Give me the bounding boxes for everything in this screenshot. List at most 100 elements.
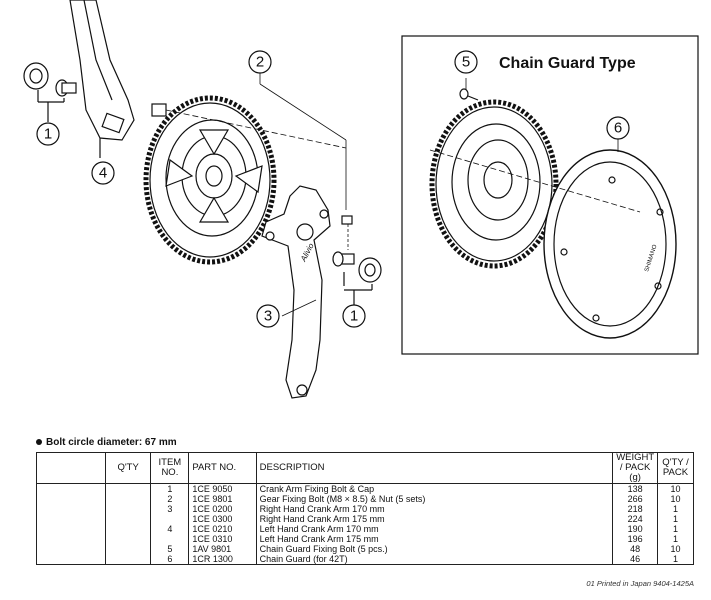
blank-cell — [36, 483, 106, 494]
weight-cell: 48 — [612, 544, 659, 554]
qty-pack-cell: 10 — [657, 494, 694, 504]
header-qty: Q'TY — [104, 452, 152, 484]
description-cell: Left Hand Crank Arm 170 mm — [255, 524, 614, 534]
weight-cell: 190 — [612, 524, 659, 534]
exploded-parts-diagram: Chain Guard Type Alivio SHIMANO 1 4 2 3 … — [23, 0, 699, 399]
part-no-cell: 1CE 9050 — [188, 483, 257, 494]
bolt-circle-text: Bolt circle diameter: 67 mm — [46, 437, 177, 448]
blank-cell — [36, 544, 106, 554]
item-no-cell: 2 — [150, 494, 190, 504]
header-qty-pack: Q'TY / PACK — [657, 452, 694, 484]
item-no-cell — [150, 534, 190, 544]
weight-cell: 46 — [612, 554, 659, 565]
qty-pack-cell: 10 — [657, 544, 694, 554]
qty-cell — [104, 544, 152, 554]
part-no-cell: 1AV 9801 — [188, 544, 257, 554]
part-no-cell: 1CE 0210 — [188, 524, 257, 534]
svg-text:5: 5 — [462, 54, 470, 71]
qty-pack-cell: 1 — [657, 554, 694, 565]
qty-cell — [104, 524, 152, 534]
callout-3: 3 — [256, 304, 280, 328]
part-no-cell: 1CE 9801 — [188, 494, 257, 504]
chainring-assembly — [143, 95, 277, 265]
item-no-cell — [150, 514, 190, 524]
svg-text:2: 2 — [256, 54, 264, 71]
chain-guard-inset: Chain Guard Type — [401, 35, 699, 355]
header-part-no: PART NO. — [188, 452, 257, 484]
description-cell: Right Hand Crank Arm 175 mm — [255, 514, 614, 524]
callout-1-left: 1 — [36, 122, 60, 146]
weight-cell: 266 — [612, 494, 659, 504]
right-crank-arm — [261, 185, 331, 399]
callout-5: 5 — [454, 50, 478, 74]
description-cell: Chain Guard Fixing Bolt (5 pcs.) — [255, 544, 614, 554]
qty-cell — [104, 494, 152, 504]
part-no-cell: 1CE 0300 — [188, 514, 257, 524]
item-no-cell: 6 — [150, 554, 190, 565]
weight-cell: 196 — [612, 534, 659, 544]
part-no-cell: 1CE 0310 — [188, 534, 257, 544]
svg-text:6: 6 — [614, 120, 622, 137]
description-cell: Gear Fixing Bolt (M8 × 8.5) & Nut (5 set… — [255, 494, 614, 504]
svg-text:1: 1 — [350, 308, 358, 325]
qty-pack-cell: 1 — [657, 524, 694, 534]
crank-bolt-cap-right — [332, 215, 382, 306]
qty-cell — [104, 504, 152, 514]
qty-cell — [104, 534, 152, 544]
part-no-cell: 1CE 0200 — [188, 504, 257, 514]
svg-text:3: 3 — [264, 308, 272, 325]
weight-cell: 138 — [612, 483, 659, 494]
callout-2: 2 — [248, 50, 272, 74]
callout-4: 4 — [91, 161, 115, 185]
left-crank-arm — [69, 0, 135, 141]
qty-pack-cell: 1 — [657, 534, 694, 544]
qty-pack-cell: 1 — [657, 514, 694, 524]
header-item-no: ITEM NO. — [150, 452, 190, 484]
qty-cell — [104, 514, 152, 524]
callout-6: 6 — [606, 116, 630, 140]
gear-fixing-nut — [151, 103, 167, 117]
svg-text:4: 4 — [99, 165, 107, 182]
crank-bolt-cap-left — [23, 62, 77, 122]
bolt-circle-note: Bolt circle diameter: 67 mm — [36, 437, 177, 448]
weight-cell: 224 — [612, 514, 659, 524]
table-header-row: Q'TY ITEM NO. PART NO. DESCRIPTION WEIGH… — [36, 452, 694, 484]
qty-cell — [104, 554, 152, 565]
svg-text:1: 1 — [44, 126, 52, 143]
description-cell: Chain Guard (for 42T) — [255, 554, 614, 565]
blank-header — [36, 452, 106, 484]
qty-cell — [104, 483, 152, 494]
blank-cell — [36, 494, 106, 504]
description-cell: Crank Arm Fixing Bolt & Cap — [255, 483, 614, 494]
item-no-cell: 5 — [150, 544, 190, 554]
blank-cell — [36, 554, 106, 565]
description-cell: Left Hand Crank Arm 175 mm — [255, 534, 614, 544]
blank-cell — [36, 504, 106, 514]
qty-pack-cell: 10 — [657, 483, 694, 494]
bullet-icon — [36, 439, 42, 446]
blank-cell — [36, 534, 106, 544]
item-no-cell: 3 — [150, 504, 190, 514]
header-description: DESCRIPTION — [255, 452, 614, 484]
item-no-cell: 4 — [150, 524, 190, 534]
qty-pack-cell: 1 — [657, 504, 694, 514]
footer-note: 01 Printed in Japan 9404-1425A — [586, 579, 694, 588]
callout-1-right: 1 — [342, 304, 366, 328]
part-no-cell: 1CR 1300 — [188, 554, 257, 565]
parts-table: Q'TY ITEM NO. PART NO. DESCRIPTION WEIGH… — [36, 452, 694, 565]
blank-cell — [36, 514, 106, 524]
inset-title: Chain Guard Type — [499, 55, 636, 72]
item-no-cell: 1 — [150, 483, 190, 494]
header-weight: WEIGHT / PACK (g) — [612, 452, 659, 484]
weight-cell: 218 — [612, 504, 659, 514]
blank-cell — [36, 524, 106, 534]
description-cell: Right Hand Crank Arm 170 mm — [255, 504, 614, 514]
